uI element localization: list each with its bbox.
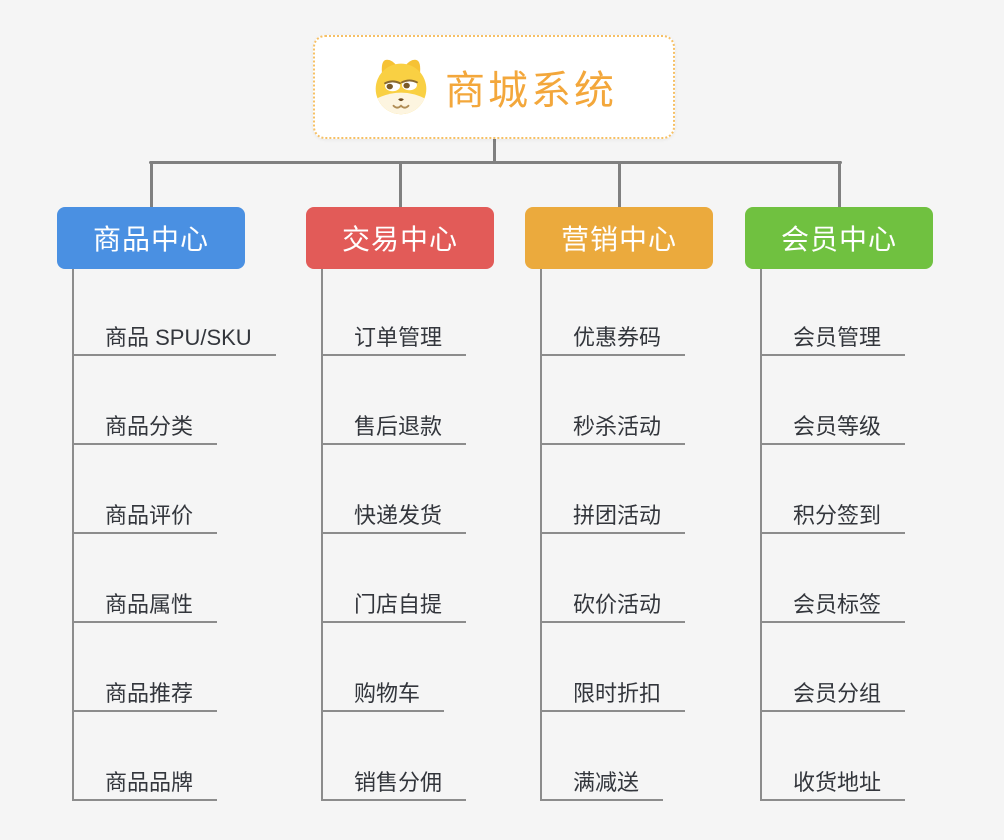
child-node[interactable]: 限时折扣	[540, 678, 686, 712]
child-node[interactable]: 商品推荐	[72, 678, 218, 712]
child-node[interactable]: 商品 SPU/SKU	[72, 322, 276, 356]
child-node[interactable]: 商品分类	[72, 411, 218, 445]
child-node[interactable]: 购物车	[321, 678, 445, 712]
connector-line	[321, 269, 323, 801]
child-node[interactable]: 销售分佣	[321, 767, 467, 801]
child-node[interactable]: 快递发货	[321, 500, 467, 534]
connector-line	[617, 161, 621, 207]
connector-line	[72, 269, 74, 801]
child-node[interactable]: 会员等级	[760, 411, 906, 445]
connector-line	[149, 161, 842, 164]
child-node[interactable]: 商品评价	[72, 500, 218, 534]
child-node[interactable]: 售后退款	[321, 411, 467, 445]
branch-node[interactable]: 交易中心	[306, 207, 494, 269]
child-node[interactable]: 门店自提	[321, 589, 467, 623]
branch-node[interactable]: 商品中心	[57, 207, 245, 269]
child-node[interactable]: 秒杀活动	[540, 411, 686, 445]
connector-line	[540, 269, 542, 801]
child-node[interactable]: 砍价活动	[540, 589, 686, 623]
branch-node[interactable]: 营销中心	[525, 207, 713, 269]
connector-line	[760, 269, 762, 801]
dog-face-icon	[371, 56, 431, 118]
branch-node[interactable]: 会员中心	[745, 207, 933, 269]
child-node[interactable]: 积分签到	[760, 500, 906, 534]
connector-line	[398, 161, 402, 207]
child-node[interactable]: 商品品牌	[72, 767, 218, 801]
child-node[interactable]: 会员标签	[760, 589, 906, 623]
root-title: 商城系统	[445, 69, 617, 113]
child-node[interactable]: 收货地址	[760, 767, 906, 801]
root-node[interactable]: 商城系统	[313, 35, 675, 139]
child-node[interactable]: 拼团活动	[540, 500, 686, 534]
child-node[interactable]: 会员分组	[760, 678, 906, 712]
connector-line	[493, 139, 496, 164]
connector-line	[837, 161, 841, 207]
child-node[interactable]: 满减送	[540, 767, 664, 801]
child-node[interactable]: 商品属性	[72, 589, 218, 623]
child-node[interactable]: 优惠券码	[540, 322, 686, 356]
child-node[interactable]: 会员管理	[760, 322, 906, 356]
child-node[interactable]: 订单管理	[321, 322, 467, 356]
connector-line	[149, 161, 153, 207]
